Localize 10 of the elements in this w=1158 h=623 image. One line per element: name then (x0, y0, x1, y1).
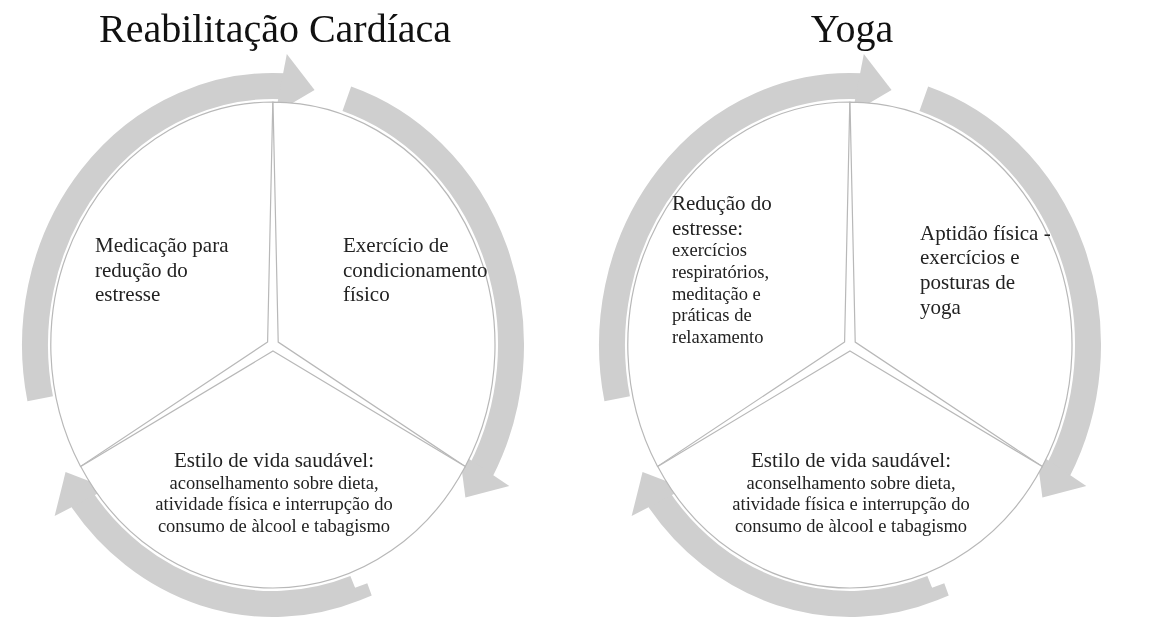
segment-heading: Estilo de vida saudável: (749, 448, 952, 473)
cycle-heading: Yoga (809, 5, 895, 53)
segment-text: Medicação para redução do estresse (95, 233, 230, 307)
cycle-heading: Reabilitação Cardíaca (98, 5, 452, 53)
segment-description: exercícios respiratórios, meditação e práticas de relaxamento (672, 240, 771, 349)
segment-text: Aptidão física - exercícios e posturas de yoga (920, 220, 1052, 320)
segment-description: aconselhamento sobre dieta, atividade física e interrupção do consumo de àlcool e tabagismo (154, 472, 394, 538)
segment-heading: Redução do estresse: (672, 191, 773, 241)
segment-description: aconselhamento sobre dieta, atividade física e interrupção do consumo de àlcool e tabagismo (731, 472, 971, 538)
segment-heading: Estilo de vida saudável: (172, 448, 375, 473)
